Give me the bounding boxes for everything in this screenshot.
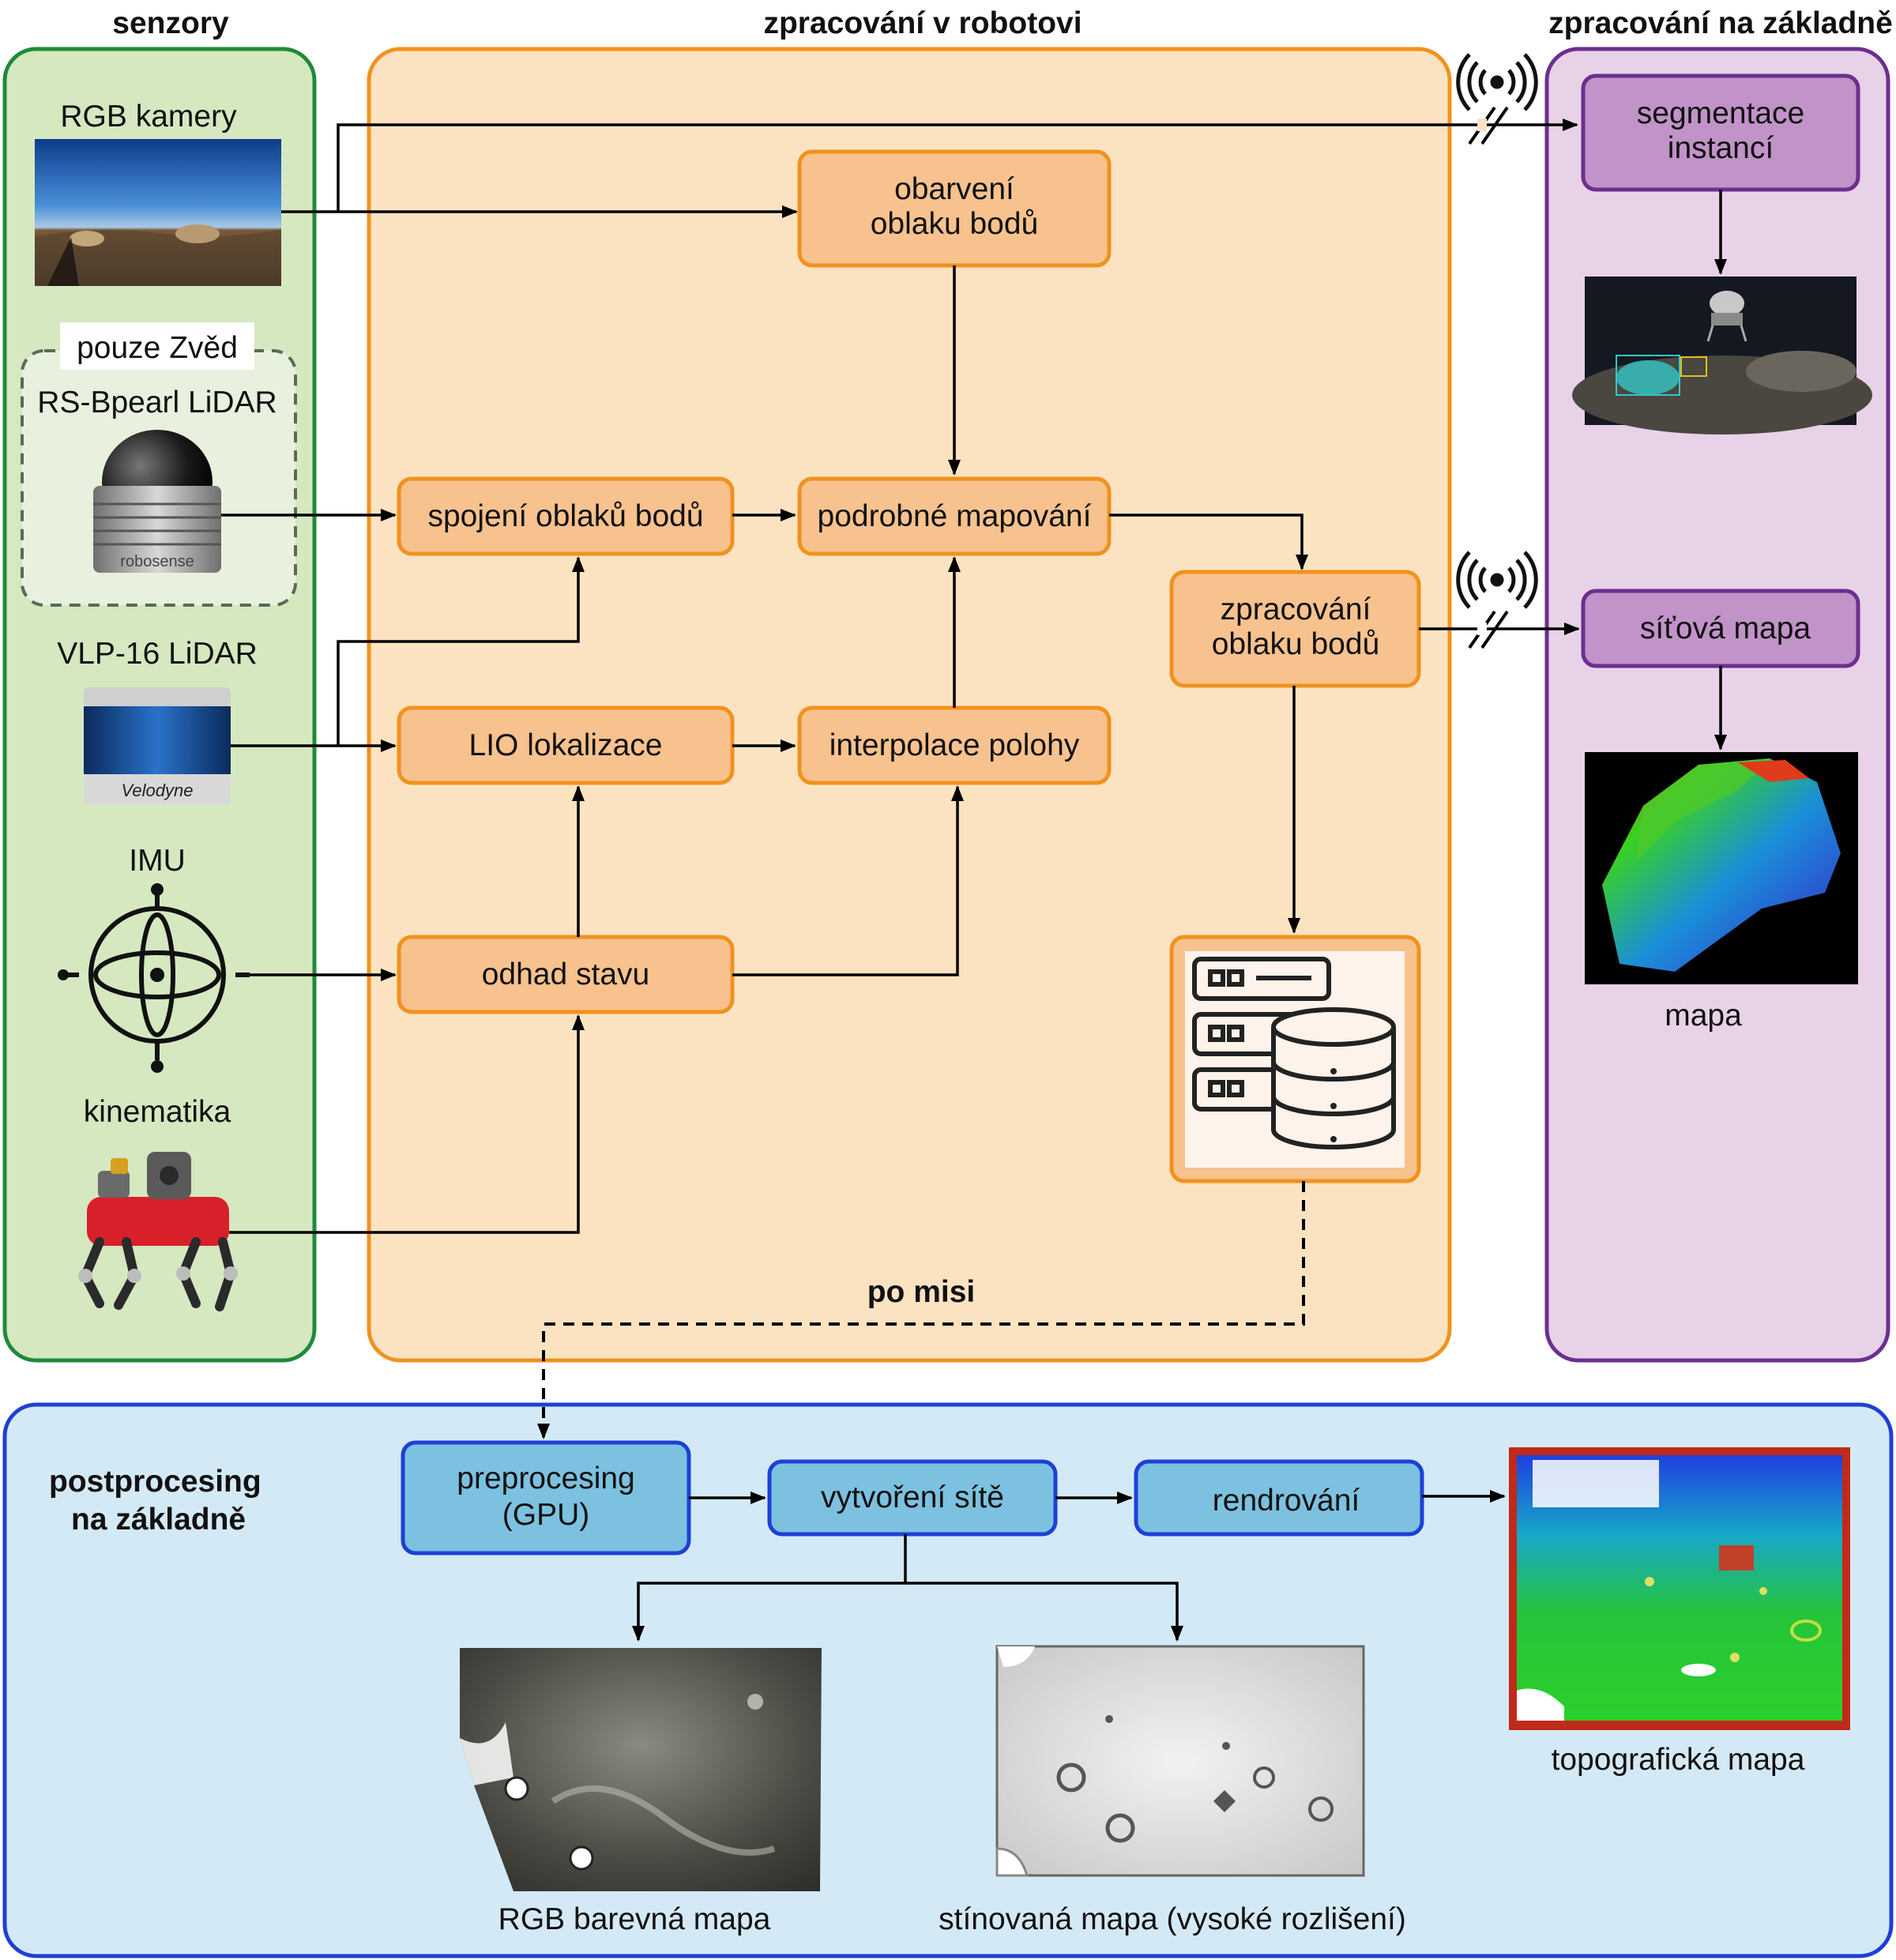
- robot-dog: [78, 1152, 238, 1311]
- lidar-icon: robosense: [93, 430, 221, 573]
- node-spojeni: spojení oblaků bodů: [397, 476, 735, 556]
- camera-photo: [35, 139, 281, 286]
- zved-label: pouze Zvěd: [77, 331, 238, 365]
- svg-text:podrobné mapování: podrobné mapování: [818, 499, 1092, 533]
- svg-text:preprocesing: preprocesing: [457, 1462, 634, 1495]
- post-title-line2: na základně: [71, 1503, 246, 1537]
- po-misi-label: po misi: [867, 1275, 976, 1309]
- node-odhad: odhad stavu: [397, 935, 735, 1014]
- svg-text:síťová mapa: síťová mapa: [1640, 611, 1811, 645]
- rgb-map-image: [460, 1648, 822, 1891]
- topographic-map-image: [1509, 1447, 1850, 1730]
- vlp16-label: VLP-16 LiDAR: [57, 637, 258, 671]
- node-interpolace: interpolace polohy: [797, 705, 1112, 785]
- svg-text:robosense: robosense: [120, 553, 194, 570]
- shaded-map-image: [995, 1645, 1365, 1877]
- velodyne-lidar: Velodyne: [84, 687, 231, 804]
- rgb-label: RGB kamery: [60, 100, 237, 134]
- stinovana-label: stínovaná mapa (vysoké rozlišení): [939, 1902, 1406, 1936]
- svg-text:oblaku bodů: oblaku bodů: [1212, 627, 1380, 661]
- node-podrobne: podrobné mapování: [797, 476, 1112, 556]
- node-obarveni: obarvení oblaku bodů: [797, 149, 1112, 268]
- wifi-icon: [1456, 53, 1538, 111]
- mapa-label: mapa: [1665, 999, 1742, 1033]
- svg-text:zpracování: zpracování: [1221, 593, 1371, 626]
- node-zpracovani: zpracování oblaku bodů: [1169, 570, 1421, 688]
- imu-label: IMU: [129, 844, 186, 878]
- svg-text:Velodyne: Velodyne: [122, 781, 194, 800]
- post-title-line1: postprocesing: [49, 1465, 261, 1499]
- node-rendrovani: rendrování: [1134, 1459, 1424, 1537]
- svg-text:LIO lokalizace: LIO lokalizace: [469, 728, 663, 762]
- segmentation-image: [1572, 277, 1872, 435]
- svg-text:rendrování: rendrování: [1213, 1484, 1360, 1518]
- rgb-map-label: RGB barevná mapa: [498, 1902, 771, 1936]
- node-segmentace: segmentace instancí: [1581, 73, 1860, 192]
- robot-title: zpracování v robotovi: [763, 6, 1082, 40]
- svg-text:instancí: instancí: [1668, 131, 1774, 165]
- node-vytvoreni: vytvoření sítě: [767, 1459, 1058, 1537]
- mesh-map-image: [1585, 752, 1858, 984]
- svg-text:odhad stavu: odhad stavu: [482, 957, 650, 991]
- sensors-title: senzory: [112, 6, 229, 40]
- svg-text:oblaku bodů: oblaku bodů: [871, 207, 1039, 241]
- rsbpearl-label: RS-Bpearl LiDAR: [37, 386, 276, 419]
- database-server-icon: [1169, 935, 1421, 1183]
- wifi-icon: [1456, 551, 1538, 609]
- zved-label-bg: [60, 322, 254, 370]
- svg-text:spojení oblaků bodů: spojení oblaků bodů: [427, 499, 703, 533]
- connectors: [221, 106, 1727, 1642]
- node-sitova: síťová mapa: [1581, 589, 1860, 668]
- svg-text:interpolace polohy: interpolace polohy: [830, 728, 1080, 762]
- svg-text:vytvoření sítě: vytvoření sítě: [821, 1480, 1004, 1514]
- base-title: zpracování na základně: [1548, 6, 1893, 40]
- svg-text:obarvení: obarvení: [894, 172, 1014, 206]
- node-preprocesing: preprocesing (GPU): [401, 1440, 691, 1556]
- svg-text:segmentace: segmentace: [1637, 96, 1804, 130]
- node-lio: LIO lokalizace: [397, 705, 735, 785]
- topo-label: topografická mapa: [1552, 1743, 1805, 1777]
- base-panel: [1544, 47, 1890, 1363]
- kinematika-label: kinematika: [84, 1095, 231, 1129]
- imu-gyro-icon: [58, 883, 250, 1073]
- svg-text:(GPU): (GPU): [502, 1498, 590, 1532]
